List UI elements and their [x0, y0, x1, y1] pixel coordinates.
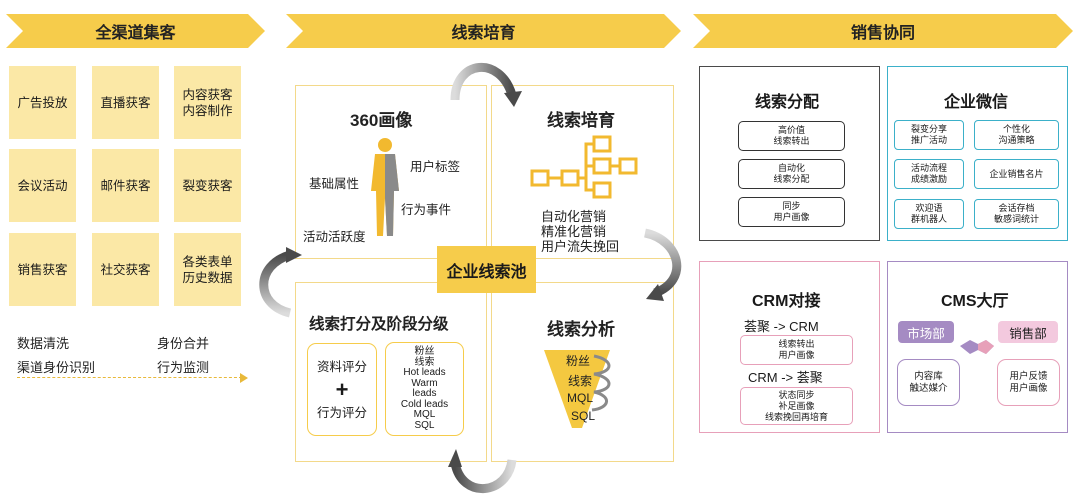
- wecom-box: 个性化 沟通策略: [974, 120, 1059, 150]
- channel-tile: 邮件获客: [92, 149, 159, 222]
- flow-arrow-icon: [240, 373, 248, 383]
- funnel-label: 线索: [568, 374, 593, 388]
- label-behavior: 行为事件: [401, 203, 452, 217]
- nurture-title: 线索培育: [547, 111, 615, 130]
- stage-item: SQL: [414, 419, 435, 431]
- alloc-box-1: 高价值 线索转出: [738, 121, 845, 151]
- stage-item: Cold leads: [400, 398, 449, 410]
- stage-item: Warm: [411, 377, 438, 389]
- scoring-title: 线索打分及阶段分级: [309, 316, 449, 333]
- channel-tile: 内容获客内容制作: [174, 66, 241, 139]
- behavior-score: 行为评分: [316, 405, 367, 420]
- wecom-title: 企业微信: [944, 94, 1009, 111]
- flowchart-icon: [530, 135, 638, 199]
- channel-identity: 渠道身份识别: [17, 360, 96, 375]
- stage-item: 线索: [414, 356, 435, 368]
- funnel-label: MQL: [567, 391, 594, 405]
- wecom-box: 企业销售名片: [974, 159, 1059, 189]
- analysis-title: 线索分析: [547, 320, 615, 339]
- human-figure-icon: [371, 138, 399, 236]
- wecom-box: 会话存档 敏感词统计: [974, 199, 1059, 229]
- alloc-box-3: 同步 用户画像: [738, 197, 845, 227]
- channel-tile: 各类表单历史数据: [174, 233, 241, 306]
- stage-item: leads: [412, 388, 437, 399]
- allocation-title: 线索分配: [755, 94, 820, 111]
- crm-line-2: CRM -> 荟聚: [748, 370, 823, 385]
- cms-title: CMS大厅: [941, 293, 1009, 310]
- flow-dashed-line: [17, 377, 242, 378]
- cms-box-right: 用户反馈 用户画像: [997, 359, 1060, 406]
- cms-box-left: 内容库 触达媒介: [897, 359, 960, 406]
- cycle-arrows-icon: [259, 63, 682, 494]
- crm-box-2: 状态同步 补足画像 线索挽回再培育: [740, 387, 853, 425]
- funnel-icon: [544, 350, 611, 428]
- funnel-label: SQL: [571, 409, 596, 423]
- label-basic-attr: 基础属性: [309, 177, 360, 191]
- nurture-line-precise: 精准化营销: [541, 224, 607, 239]
- tag-sales: 销售部: [998, 321, 1058, 343]
- score-box: 资料评分 + 行为评分: [307, 343, 377, 436]
- channel-tile: 会议活动: [9, 149, 76, 222]
- tag-market: 市场部: [898, 321, 954, 343]
- wecom-box: 活动流程 成绩激励: [894, 159, 964, 189]
- quad-nurture: [491, 85, 674, 259]
- channel-tile: 广告投放: [9, 66, 76, 139]
- lead-pool: 企业线索池: [437, 246, 536, 293]
- profile-title: 360画像: [350, 111, 413, 130]
- stage-item: MQL: [413, 409, 436, 420]
- header-nurture: 线索培育: [286, 14, 681, 48]
- label-activity: 活动活跃度: [303, 230, 366, 244]
- profile-score: 资料评分: [316, 359, 367, 374]
- nurture-lines: 自动化营销 精准化营销 用户流失挽回: [541, 209, 619, 254]
- nurture-line-auto: 自动化营销: [541, 209, 607, 224]
- funnel-label: 粉丝: [566, 354, 591, 368]
- crm-title: CRM对接: [752, 293, 821, 310]
- nurture-line-churn: 用户流失挽回: [541, 239, 620, 254]
- header-sales: 销售协同: [693, 14, 1073, 48]
- wecom-box: 裂变分享 推广活动: [894, 120, 964, 150]
- channel-tile: 社交获客: [92, 233, 159, 306]
- data-cleaning: 数据清洗: [17, 336, 70, 351]
- plus-sign: +: [335, 376, 349, 402]
- channel-tile: 裂变获客: [174, 149, 241, 222]
- stage-item: 粉丝: [414, 346, 435, 357]
- crm-line-1: 荟聚 -> CRM: [744, 319, 819, 334]
- wecom-box: 欢迎语 群机器人: [894, 199, 964, 229]
- behavior-monitor: 行为监测: [157, 360, 210, 375]
- stage-item: Hot leads: [403, 367, 446, 378]
- label-user-tags: 用户标签: [410, 160, 461, 174]
- alloc-box-2: 自动化 线索分配: [738, 159, 845, 189]
- crm-box-1: 线索转出 用户画像: [740, 335, 853, 365]
- handshake-icon: [960, 340, 994, 354]
- identity-merge: 身份合并: [157, 336, 210, 351]
- channel-tile: 销售获客: [9, 233, 76, 306]
- header-acquisition: 全渠道集客: [6, 14, 265, 48]
- channel-tile: 直播获客: [92, 66, 159, 139]
